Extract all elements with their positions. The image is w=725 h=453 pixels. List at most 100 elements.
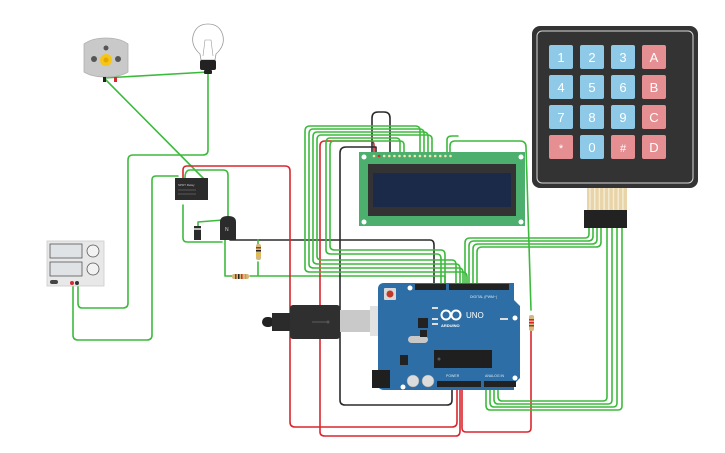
voltage-knob[interactable]	[86, 244, 100, 258]
lcd-pin[interactable]	[408, 154, 412, 158]
lcd-pin[interactable]	[398, 154, 401, 158]
lcd-pin[interactable]	[377, 154, 381, 158]
wire-base-resistor[interactable]	[224, 239, 233, 277]
lcd-pin[interactable]	[423, 154, 427, 158]
key-face[interactable]	[549, 45, 573, 69]
key-label: *	[559, 143, 564, 155]
key-face[interactable]	[580, 105, 604, 129]
keypad-key-7[interactable]: 7	[549, 105, 573, 129]
keypad-key-1[interactable]: 1	[549, 45, 573, 69]
keypad-key-5[interactable]: 5	[580, 75, 604, 99]
wire-black-gnd[interactable]	[339, 146, 453, 406]
key-face[interactable]	[611, 135, 635, 159]
power-jack[interactable]	[372, 370, 390, 388]
wire-bulb-supply[interactable]	[77, 71, 209, 309]
lcd-pin[interactable]	[444, 154, 447, 158]
resistor-lcd[interactable]	[529, 315, 534, 331]
keypad-key-2[interactable]: 2	[580, 45, 604, 69]
lcd-pin[interactable]	[428, 154, 432, 158]
lcd-display[interactable]	[359, 152, 525, 226]
lcd-pin[interactable]	[372, 154, 376, 158]
key-face[interactable]	[642, 45, 666, 69]
lcd-pin[interactable]	[439, 154, 442, 158]
keypad-key-4[interactable]: 4	[549, 75, 573, 99]
gear-icon	[100, 54, 112, 66]
key-label: 8	[588, 110, 595, 125]
keypad-key-9[interactable]: 9	[611, 105, 635, 129]
lcd-pin[interactable]	[382, 154, 386, 158]
microcontroller-chip	[434, 350, 492, 368]
key-label: 9	[619, 110, 626, 125]
keypad-key-C[interactable]: C	[642, 105, 666, 129]
diode[interactable]	[194, 226, 201, 240]
keypad-key-6[interactable]: 6	[611, 75, 635, 99]
usb-icon	[312, 320, 330, 324]
lcd-pin[interactable]	[449, 154, 452, 158]
keypad-key-0[interactable]: 0	[580, 135, 604, 159]
keypad-key-D[interactable]: D	[642, 135, 666, 159]
key-face[interactable]	[549, 135, 573, 159]
current-knob[interactable]	[86, 262, 100, 276]
negative-terminal[interactable]	[75, 281, 79, 285]
relay[interactable]: SPDT Relay	[175, 178, 208, 200]
keypad-key-B[interactable]: B	[642, 75, 666, 99]
key-label: 1	[557, 50, 564, 65]
resistor-base[interactable]	[232, 274, 249, 279]
key-face[interactable]	[611, 75, 635, 99]
wire-lcd-pot[interactable]	[449, 140, 532, 311]
wire-motor-relay[interactable]	[103, 77, 206, 181]
key-face[interactable]	[642, 105, 666, 129]
key-face[interactable]	[642, 135, 666, 159]
wire-bundle-keypad[interactable]	[464, 227, 623, 411]
lcd-pin[interactable]	[393, 154, 396, 158]
key-label: 7	[557, 110, 564, 125]
lcd-pin[interactable]	[418, 154, 422, 158]
light-bulb[interactable]	[192, 23, 224, 74]
key-label: 0	[588, 140, 595, 155]
key-face[interactable]	[611, 105, 635, 129]
power-label: POWER	[446, 374, 460, 378]
key-label: D	[649, 140, 658, 155]
resistor-pulldown[interactable]	[256, 244, 261, 260]
wire-supply-relay[interactable]	[72, 175, 179, 341]
lcd-pin[interactable]	[413, 154, 417, 158]
analog-label: ANALOG IN	[485, 374, 505, 378]
wire-red-resistor[interactable]	[461, 329, 532, 433]
wire-motor-bulb[interactable]	[103, 71, 209, 79]
wire-black-lcd[interactable]	[371, 111, 391, 153]
positive-terminal[interactable]	[70, 281, 74, 285]
lcd-pin[interactable]	[403, 154, 406, 158]
key-face[interactable]	[580, 135, 604, 159]
keypad-key-8[interactable]: 8	[580, 105, 604, 129]
power-switch[interactable]	[50, 280, 58, 284]
wire-bundle-lcd[interactable]	[304, 125, 468, 291]
keypad-key-A[interactable]: A	[642, 45, 666, 69]
wire-red-relay[interactable]	[182, 165, 458, 428]
key-label: B	[650, 80, 659, 95]
keypad-connector	[584, 210, 627, 228]
key-face[interactable]	[549, 75, 573, 99]
key-face[interactable]	[549, 105, 573, 129]
key-face[interactable]	[611, 45, 635, 69]
lcd-screen	[373, 173, 511, 207]
keypad-key-*[interactable]: *	[549, 135, 573, 159]
lcd-pin[interactable]	[433, 154, 437, 158]
keypad-key-#[interactable]: #	[611, 135, 635, 159]
usb-cable[interactable]	[262, 305, 382, 339]
power-supply[interactable]	[46, 240, 105, 287]
wire-transistor-gnd[interactable]	[229, 239, 435, 291]
key-face[interactable]	[580, 75, 604, 99]
keypad-key-3[interactable]: 3	[611, 45, 635, 69]
lcd-pin[interactable]	[388, 154, 391, 158]
key-label: A	[650, 50, 659, 65]
key-label: 4	[557, 80, 564, 95]
key-face[interactable]	[580, 45, 604, 69]
npn-transistor[interactable]: N	[220, 216, 236, 240]
lcd-pins	[372, 154, 452, 158]
arduino-uno[interactable]: DIGITAL (PWM~) POWER ANALOG IN ARDUINO U…	[372, 283, 520, 390]
key-face[interactable]	[642, 75, 666, 99]
wire-relay-transistor[interactable]	[182, 204, 223, 243]
dc-motor[interactable]	[83, 37, 129, 82]
